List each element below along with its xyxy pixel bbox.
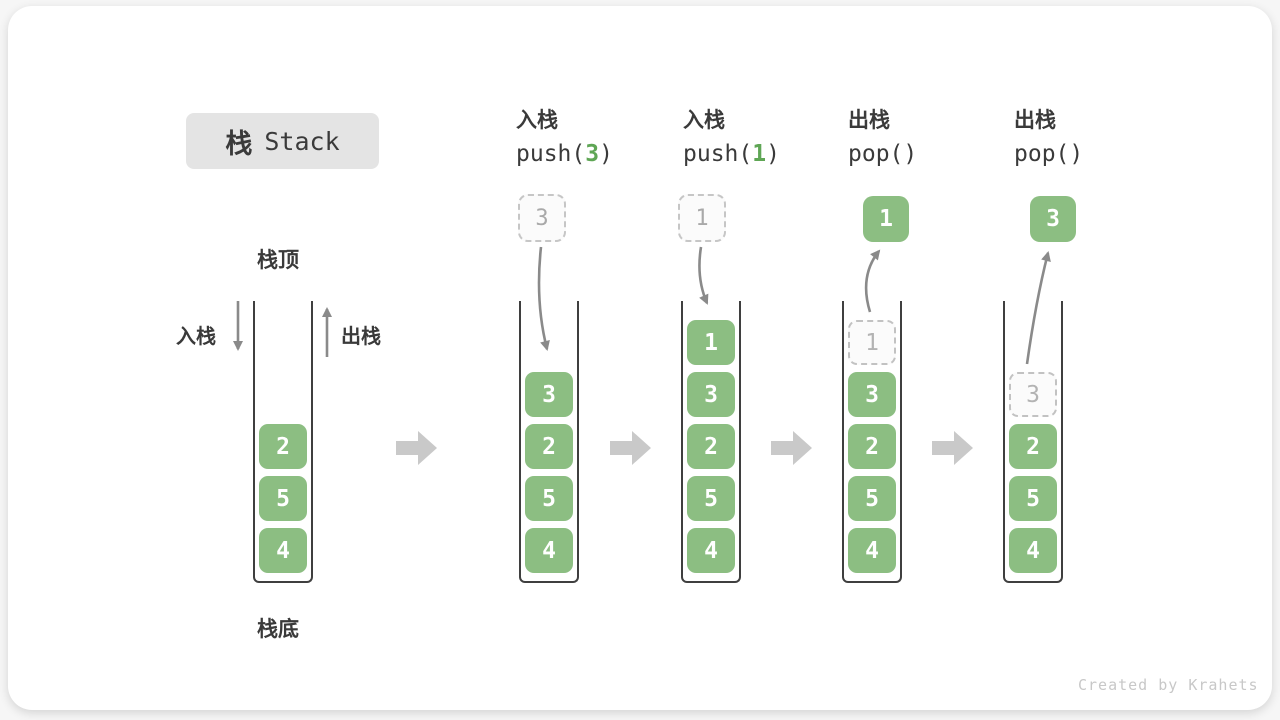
stack-bottom-label: 栈底 [257,618,299,641]
stack-element: 4 [1009,528,1057,573]
stack-element: 2 [259,424,307,469]
push-value-box: 3 [518,194,566,242]
op-label-push-3: 入栈 push(3) [516,107,613,171]
op-zh-label: 入栈 [683,109,725,132]
op-label-pop-1: 出栈 pop() [848,107,917,171]
stack-element: 5 [1009,476,1057,521]
op-zh-label: 出栈 [848,109,890,132]
code-post: ) [599,141,613,167]
code-pre: push( [516,141,586,167]
stack-element: 2 [848,424,896,469]
stack-element: 4 [848,528,896,573]
op-zh-label: 入栈 [516,109,558,132]
stack-element: 3 [848,372,896,417]
op-code: push(3) [516,138,613,171]
stack-element: 4 [259,528,307,573]
pop-side-label: 出栈 [341,326,381,348]
code-arg: 1 [752,141,767,167]
op-code: pop() [1014,138,1083,171]
push-value-box: 1 [678,194,726,242]
stack-element: 4 [687,528,735,573]
stack-element: 5 [525,476,573,521]
popped-value-box: 3 [1030,196,1076,242]
stack-element: 2 [687,424,735,469]
title-zh: 栈 [225,128,253,159]
stack-element: 5 [687,476,735,521]
stack-element: 2 [1009,424,1057,469]
stack-element: 3 [687,372,735,417]
title-box: 栈 Stack [186,113,379,169]
stack-element: 2 [525,424,573,469]
stack-frame-4 [842,301,902,583]
stack-top-label: 栈顶 [257,249,299,272]
code-post: ) [766,141,780,167]
stack-element-ghost: 3 [1009,372,1057,417]
op-code: pop() [848,138,917,171]
stack-element: 3 [525,372,573,417]
stack-frame-1 [253,301,313,583]
title-en: Stack [264,126,340,156]
stack-element: 5 [259,476,307,521]
code-arg: 3 [585,141,600,167]
stack-element: 1 [687,320,735,365]
code-post: ) [1069,141,1084,167]
op-label-pop-2: 出栈 pop() [1014,107,1083,171]
stack-frame-5 [1003,301,1063,583]
stack-frame-3 [681,301,741,583]
popped-value-box: 1 [863,196,909,242]
push-side-label: 入栈 [176,326,216,348]
stack-frame-2 [519,301,579,583]
code-pre: pop( [848,141,904,167]
stack-element-ghost: 1 [848,320,896,365]
stack-element: 5 [848,476,896,521]
code-pre: push( [683,141,753,167]
op-zh-label: 出栈 [1014,109,1056,132]
op-code: push(1) [683,138,780,171]
op-label-push-1: 入栈 push(1) [683,107,780,171]
stack-element: 4 [525,528,573,573]
code-post: ) [903,141,918,167]
code-pre: pop( [1014,141,1070,167]
watermark-credit: Created by Krahets [1078,676,1259,694]
